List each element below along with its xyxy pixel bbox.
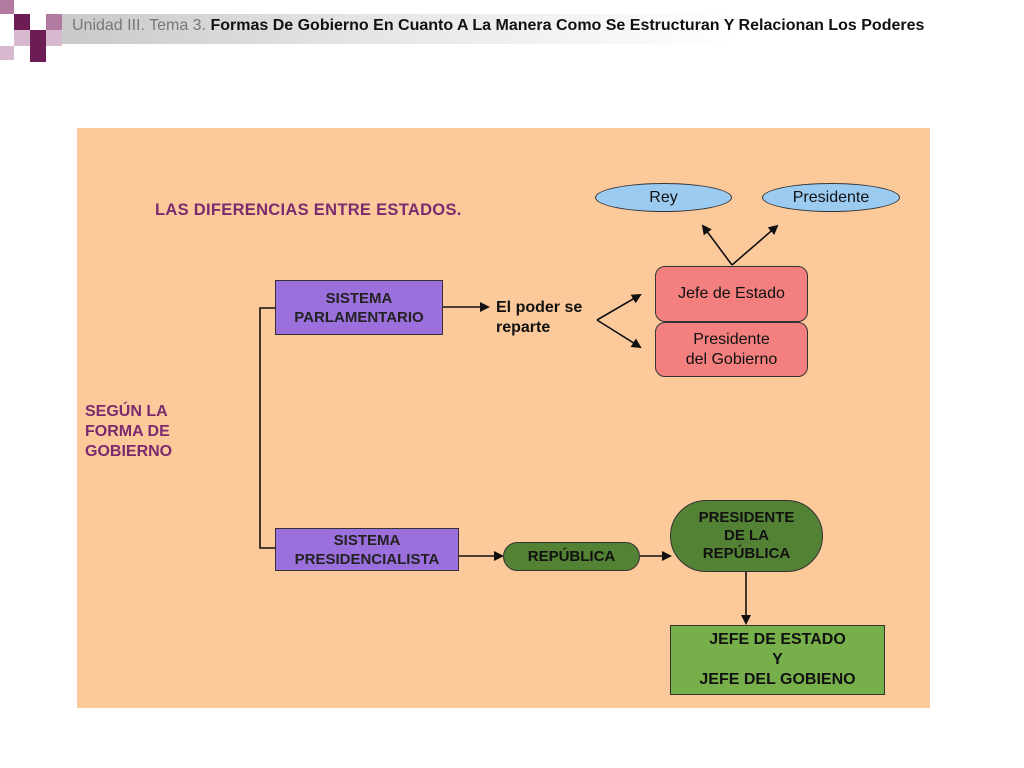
diagram-panel [77,128,930,708]
deco-square [0,0,14,14]
side-label: SEGÚN LA FORMA DE GOBIERNO [85,402,172,462]
slide-title: Unidad III. Tema 3. Formas De Gobierno E… [72,17,924,35]
deco-square [14,14,30,30]
box-line: DE LA [724,527,769,544]
box-line: PRESIDENTE [698,509,795,526]
poder-line: reparte [496,319,551,336]
arrow-to-jefe-estado [596,293,642,321]
box-line: PARLAMENTARIO [294,308,424,326]
deco-square [46,14,62,30]
box-line: Y [772,651,783,668]
box-jefe-de-estado-y-gobierno: JEFE DE ESTADO Y JEFE DEL GOBIENO [670,625,885,695]
ellipse-presidente: Presidente [762,183,900,212]
box-line: SISTEMA [325,289,393,307]
poder-line: El poder se [496,299,583,316]
box-presidente-del-gobierno: Presidente del Gobierno [655,322,808,377]
header-band [62,14,1024,44]
deco-square [30,46,46,62]
box-line: SISTEMA [333,531,401,549]
arrow-to-presidente-gobierno [596,319,642,349]
arrow-to-presidente [731,224,779,266]
pill-republica: REPÚBLICA [503,542,640,571]
box-line: REPÚBLICA [702,545,791,562]
side-label-line: GOBIERNO [85,443,173,460]
arrow-to-rey [701,224,733,266]
title-text: Formas De Gobierno En Cuanto A La Manera… [210,17,925,34]
box-sistema-parlamentario: SISTEMA PARLAMENTARIO [275,280,443,335]
box-jefe-de-estado: Jefe de Estado [655,266,808,322]
poder-reparte-label: El poder se reparte [496,298,582,338]
side-label-line: FORMA DE [85,423,170,440]
ellipse-rey: Rey [595,183,732,212]
box-sistema-presidencialista: SISTEMA PRESIDENCIALISTA [275,528,459,571]
box-line: del Gobierno [685,350,778,368]
title-prefix: Unidad III. Tema 3. [72,17,206,34]
deco-square [46,30,62,46]
deco-square [30,30,46,46]
box-line: Presidente [693,330,770,348]
deco-square [0,46,14,60]
side-label-line: SEGÚN LA [85,403,168,420]
diagram-heading: LAS DIFERENCIAS ENTRE ESTADOS. [155,201,462,219]
bracket-line [259,307,275,549]
box-line: JEFE DEL GOBIENO [699,671,856,688]
box-line: PRESIDENCIALISTA [294,550,440,568]
box-line: JEFE DE ESTADO [709,631,846,648]
box-presidente-de-la-republica: PRESIDENTE DE LA REPÚBLICA [670,500,823,572]
deco-square [14,30,30,46]
